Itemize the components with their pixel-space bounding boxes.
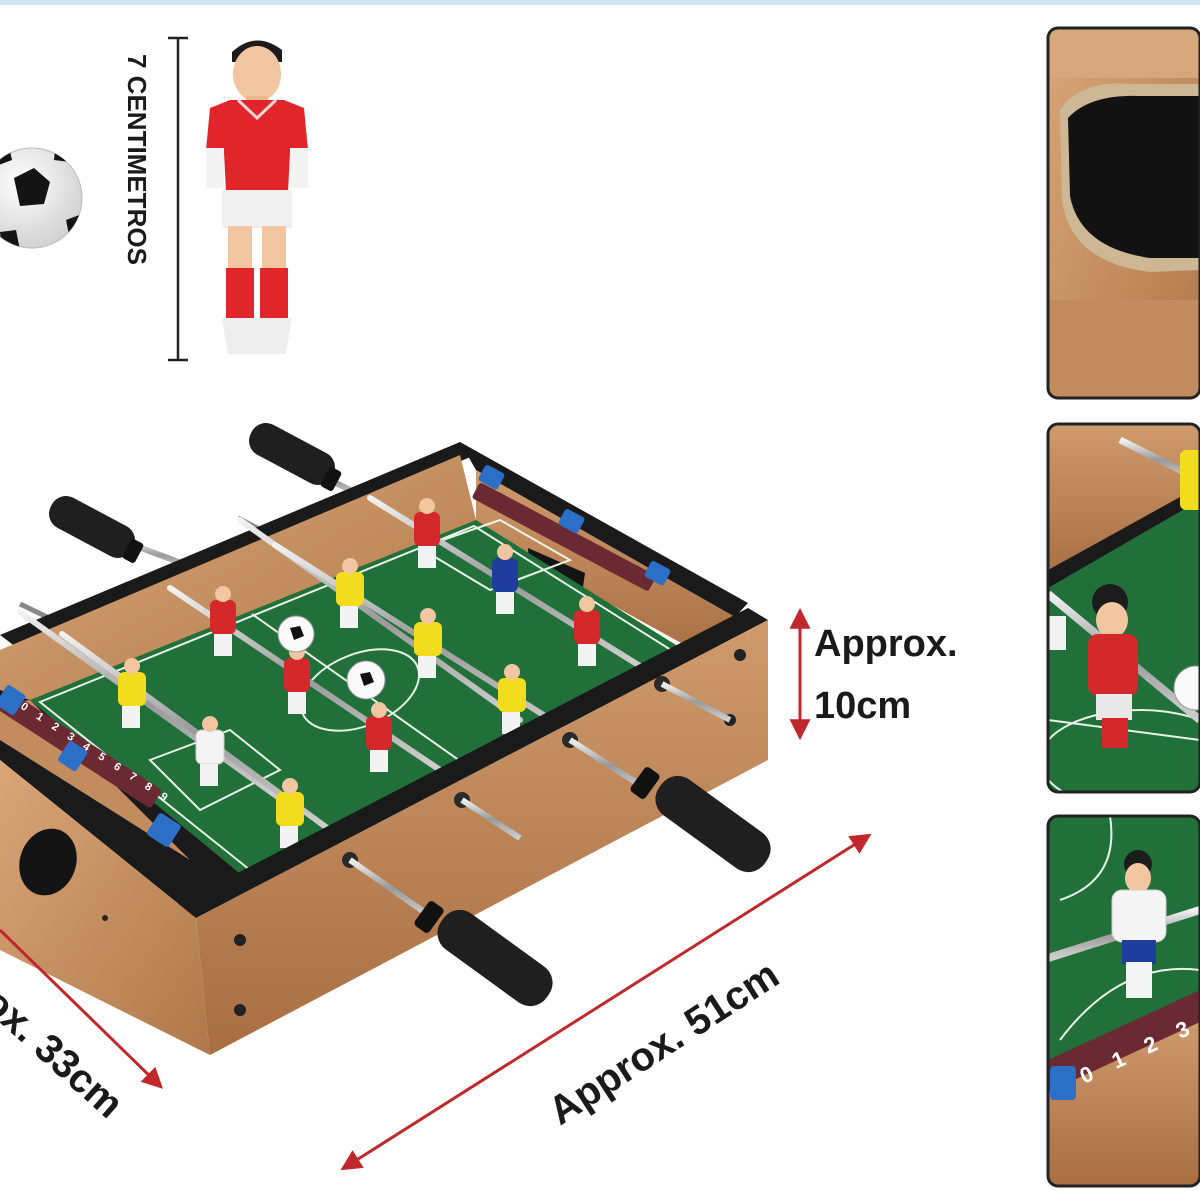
width-dimension-arrow [0, 928, 164, 1089]
score-counter-digit: 8 [142, 780, 154, 793]
detail-panel-goal [1046, 26, 1200, 400]
rod-handle [414, 901, 553, 1007]
table-height-label-line1: Approx. [814, 623, 958, 665]
score-counter-digit: 5 [96, 750, 108, 763]
player-height-label: 7 CENTIMETROS [122, 54, 152, 265]
score-counter-digit: 2 [49, 720, 61, 733]
foosball-player-figure [168, 36, 308, 362]
score-counter-digit: 6 [111, 760, 123, 773]
rod-handle [49, 496, 144, 563]
table-height-label-line2: 10cm [814, 685, 911, 727]
detail-panel-player [1046, 422, 1200, 794]
soccer-ball-icon [0, 147, 83, 249]
foosball-players [118, 498, 600, 848]
score-counter-digit: 1 [34, 710, 46, 723]
table-length-label: Approx. 51cm [541, 953, 787, 1134]
score-counter-digit: 9 [158, 790, 170, 803]
soccer-ball-icon [277, 615, 315, 653]
soccer-ball-icon [346, 660, 386, 700]
score-counter-back [472, 465, 671, 591]
length-dimension-arrow [340, 833, 872, 1171]
score-counter-digit: 7 [127, 770, 139, 783]
rod-handle [249, 423, 342, 491]
score-counter-digit: 0 [18, 700, 30, 713]
score-counter-digit: 3 [65, 730, 77, 743]
